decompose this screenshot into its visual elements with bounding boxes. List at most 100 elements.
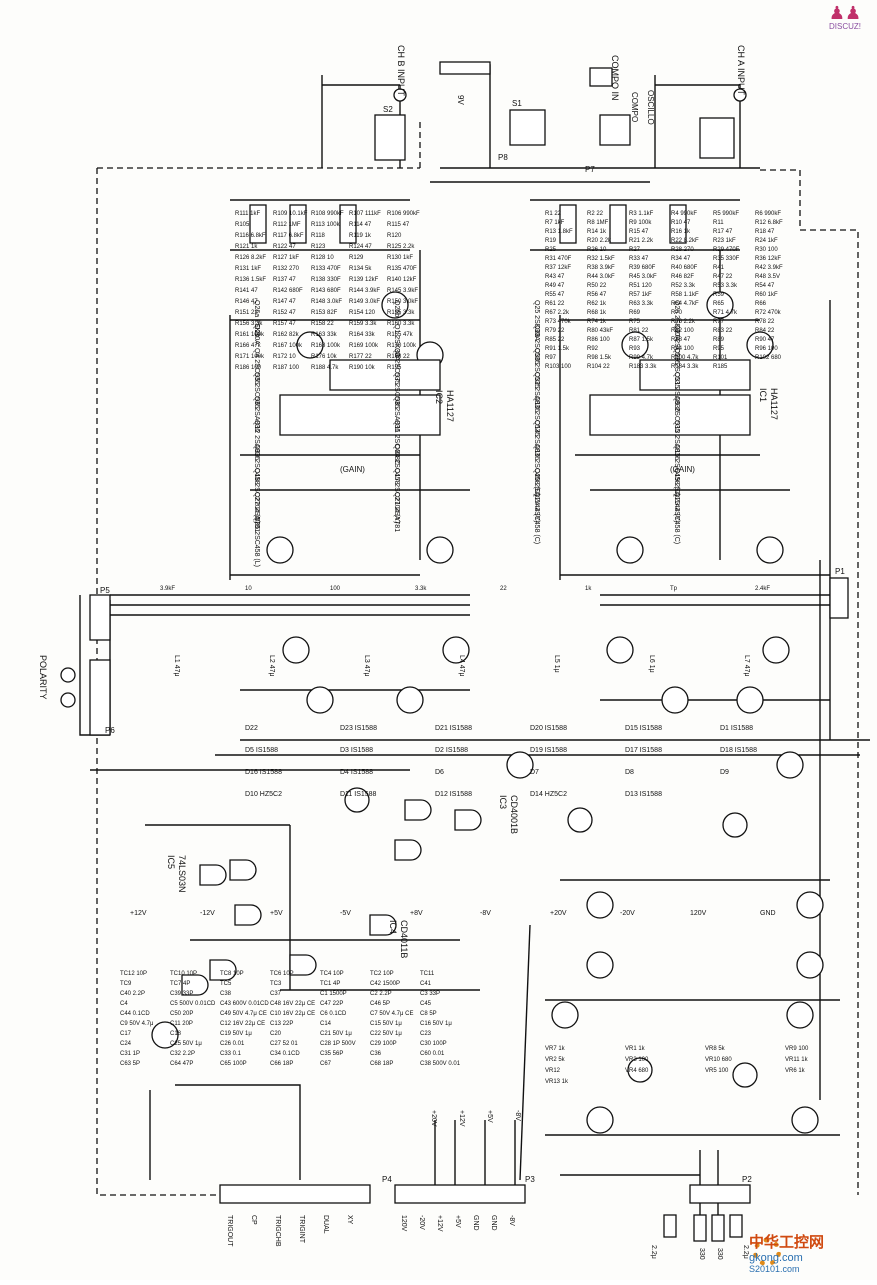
p3-pin-2: +12V: [436, 1215, 443, 1232]
rail-label-0: +12V: [130, 910, 147, 917]
capacitor-label-37: C12 16V 22μ CE: [220, 1021, 265, 1027]
resistor-left-label-10: R116 6.8kF: [235, 233, 266, 239]
resistor-right-label-82: R83 22: [713, 328, 733, 334]
resistor-right-label-97: R98 1.5k: [587, 355, 612, 361]
resistor-right-label-22: R23 1kF: [713, 238, 736, 244]
resistor-left-label-22: R128 10: [311, 255, 334, 261]
resistor-right-label-67: R68 1k: [587, 310, 607, 316]
resistor-right-label-20: R21 2.2k: [629, 238, 654, 244]
resistor-right-label-32: R33 47: [629, 256, 649, 262]
bus-wires: [79, 64, 870, 1215]
resistor-left-label-55: R161 100k: [235, 332, 265, 338]
resistor-right-label-16: R17 47: [713, 229, 733, 235]
resistor-left-label-8: R114 47: [349, 222, 372, 228]
resistor-left-label-16: R122 47: [273, 244, 296, 250]
resistor-right-label-50: R51 120: [629, 283, 652, 289]
switch-label-0: S2: [383, 105, 393, 114]
resistor-left-label-23: R129: [349, 255, 364, 261]
capacitor-label-58: C33 0.1: [220, 1051, 242, 1057]
resistor-right-label-29: R30 100: [755, 247, 778, 253]
resistor-right-label-105: R184 3.3k: [671, 364, 699, 370]
resistor-right-label-99: R100 4.7k: [671, 355, 699, 361]
resistor-left-label-20: R126 8.2kF: [235, 255, 266, 261]
resistor-right-label-94: R95: [713, 346, 725, 352]
resistor-right-label-33: R34 47: [671, 256, 691, 262]
resistor-right-label-68: R69: [629, 310, 641, 316]
capacitor-label-24: C48 16V 22μ CE: [270, 1001, 315, 1007]
capacitor-label-23: C43 600V 0.01CD: [220, 1001, 269, 1007]
capacitor-label-57: C32 2.2P: [170, 1051, 195, 1057]
resistor-right-label-40: R41: [713, 265, 725, 271]
connector-p5: [89, 594, 111, 641]
capacitor-label-54: C29 100P: [370, 1041, 397, 1047]
trimmer-label-6: VR10 680: [705, 1057, 732, 1063]
resistor-right-label-87: R88 47: [671, 337, 691, 343]
inductor-label-6: L7 47μ: [743, 655, 750, 677]
resistor-right-label-46: R47 22: [713, 274, 733, 280]
transistor-label-28: Q18 2SC2704 (Y): [253, 468, 260, 524]
diode-label-11: D18 IS1588: [720, 747, 757, 754]
resistor-right-label-23: R24 1kF: [755, 238, 778, 244]
rail-label-5: -8V: [480, 910, 491, 917]
inductor-label-2: L3 47μ: [363, 655, 370, 677]
resistor-left-label-42: R148 3.0kF: [311, 299, 342, 305]
resistor-right-label-57: R58 1.1kF: [671, 292, 699, 298]
resistor-left-label-45: R151 22: [235, 310, 258, 316]
misc-label-5: 1k: [585, 586, 592, 592]
capacitor-label-39: C14: [320, 1021, 332, 1027]
capacitor-label-61: C36: [370, 1051, 382, 1057]
resistor-right-label-30: R31 470F: [545, 256, 572, 262]
misc-label-3: 3.3k: [415, 586, 427, 592]
resistor-left-label-71: R187 100: [273, 365, 300, 371]
resistor-left-label-15: R121 1k: [235, 244, 258, 250]
connector-p6: [89, 659, 111, 736]
resistor-right-label-98: R99 4.7k: [629, 355, 654, 361]
capacitor-label-64: C64 47P: [170, 1061, 193, 1067]
resistor-left-label-41: R147 47: [273, 299, 296, 305]
battery-9v-label: 9V: [456, 95, 465, 105]
resistor-left-label-31: R137 47: [273, 277, 296, 283]
resistor-left-label-46: R152 47: [273, 310, 296, 316]
capacitor-label-45: C20: [270, 1031, 282, 1037]
gkong-watermark: 中华工控网 gkong.com S20101.com: [749, 1231, 869, 1274]
resistor-right-label-64: R65: [713, 301, 725, 307]
resistor-left-label-73: R190 10k: [349, 365, 376, 371]
capacitor-label-2: TC8 10P: [220, 971, 244, 977]
gkong-sub: S20101.com: [749, 1264, 800, 1274]
capacitor-label-48: C23: [420, 1031, 432, 1037]
people-logo-icon: ♟♟: [828, 3, 862, 23]
resistor-right-label-56: R57 1kF: [629, 292, 652, 298]
capacitor-label-69: C38 500V 0.01: [420, 1061, 461, 1067]
ch-a-input-label: CH A INPUT: [736, 45, 746, 96]
switch-label-4: P8: [498, 153, 508, 162]
capacitor-label-42: C17: [120, 1031, 132, 1037]
resistor-left-label-4: R106 990kF: [387, 211, 420, 217]
diode-label-9: D19 IS1588: [530, 747, 567, 754]
transistor-label-18: Q10 2SC535: [533, 396, 540, 437]
rail-label-4: +8V: [410, 910, 423, 917]
resistor-right-label-10: R11: [713, 220, 724, 226]
misc-label-2: 100: [330, 586, 341, 592]
resistor-right-label-88: R89: [713, 337, 725, 343]
transistor-label-21: Q11 2SC458C: [393, 420, 400, 465]
resistor-right-label-27: R28 270: [671, 247, 694, 253]
capacitor-label-30: C49 50V 4.7μ CE: [220, 1011, 267, 1017]
capacitor-label-28: C44 0.1CD: [120, 1011, 150, 1017]
capacitor-label-5: TC2 10P: [370, 971, 394, 977]
resistor-left-label-2: R108 990kF: [311, 211, 344, 217]
resistor-right-label-81: R82 100: [671, 328, 694, 334]
capacitor-label-33: C7 50V 4.7μ CE: [370, 1011, 413, 1017]
inductor-label-1: L2 47μ: [268, 655, 275, 677]
misc-label-6: Tp: [670, 586, 678, 592]
transistor-label-15: Q31 2SA836: [673, 372, 680, 412]
resistor-right-label-7: R8 1MF: [587, 220, 609, 226]
resistor-right-label-12: R13 1.8kF: [545, 229, 573, 235]
ic1-body: [639, 359, 751, 391]
compo-label: COMPO: [630, 92, 639, 122]
resistor-left-label-72: R188 4.7k: [311, 365, 339, 371]
p4-pin-2: TRIGCHB: [274, 1215, 281, 1247]
p3-pin-0: 120V: [400, 1215, 407, 1232]
resistor-left-label-68: R177 22: [349, 354, 372, 360]
resistor-right-label-106: R185: [713, 364, 728, 370]
misc-label-4: 22: [500, 586, 507, 592]
